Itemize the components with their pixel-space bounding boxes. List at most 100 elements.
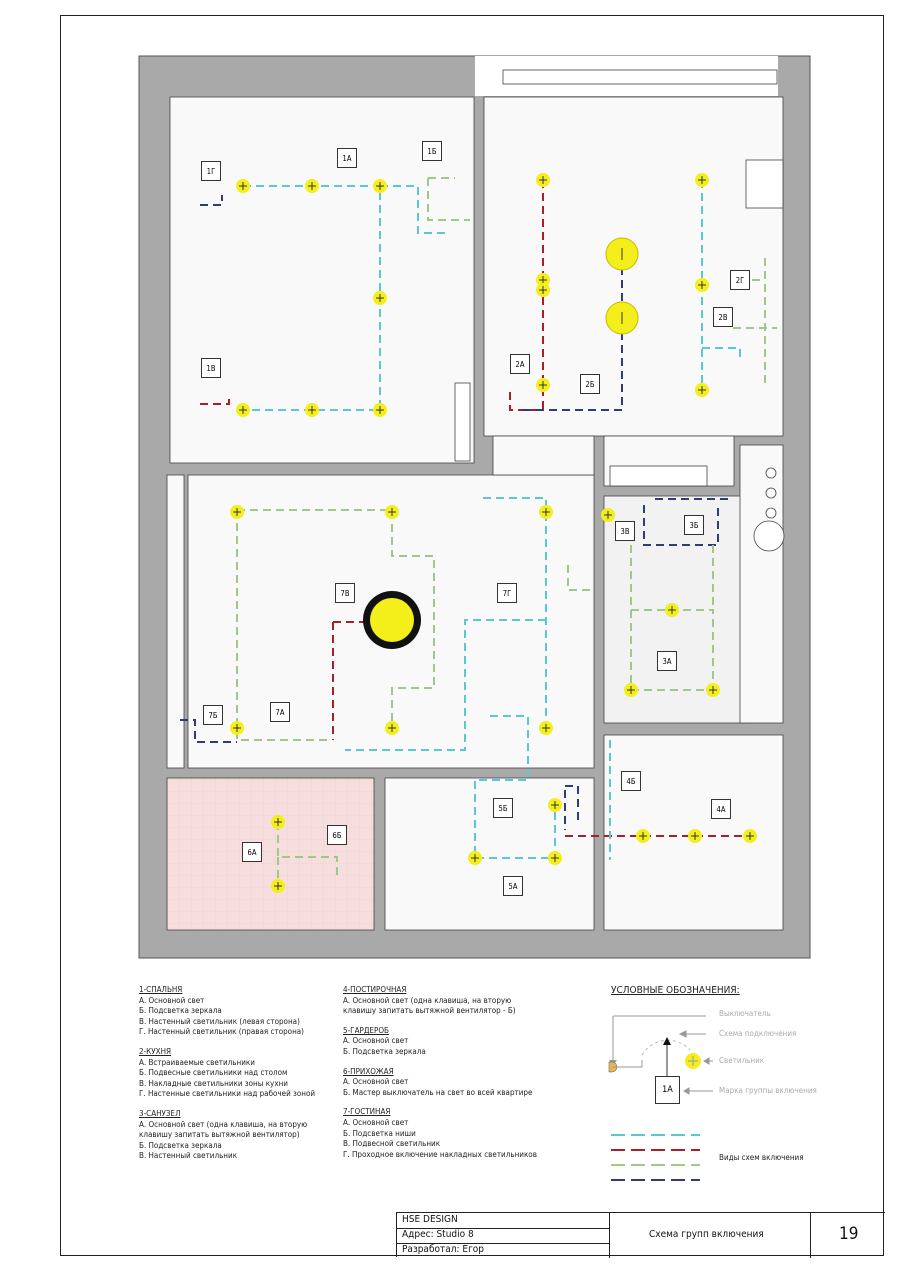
left-strip (166, 474, 185, 769)
corridor (492, 435, 595, 476)
lamp-icon (373, 403, 387, 417)
navy-wire (643, 498, 730, 546)
lamp-icon (536, 273, 550, 287)
legend-item: Б. Подсветка зеркала (139, 1006, 222, 1016)
group-label: 1Б (422, 141, 442, 161)
navy-wire (200, 195, 223, 206)
window (502, 69, 778, 85)
lamp-icon (536, 173, 550, 187)
legend-item: Б. Подвесные светильники над столом (139, 1068, 288, 1078)
legend-room-title: 6-ПРИХОЖАЯ (343, 1066, 394, 1076)
stove (753, 467, 785, 552)
lamp-icon (373, 291, 387, 305)
legend-item: Г. Настенный светильник (правая сторона) (139, 1027, 304, 1037)
column (745, 159, 784, 209)
counter (609, 465, 708, 487)
lamp-icon (536, 283, 550, 297)
green-wire (277, 822, 338, 886)
lamp-icon (385, 721, 399, 735)
sheet-number: 19 (839, 1224, 859, 1244)
green-wire (567, 565, 594, 591)
legend-item: А. Основной свет (139, 995, 205, 1005)
lamp-icon (271, 815, 285, 829)
symbol-lamp-label: Светильник (719, 1056, 765, 1065)
lamp-icon (548, 798, 562, 812)
line-types-label: Виды схем включения (719, 1153, 804, 1162)
symbol-group-label: Марка группы включения (719, 1086, 817, 1095)
lamp-icon (230, 505, 244, 519)
group-label: 6А (242, 842, 262, 862)
sheet-frame (60, 15, 884, 1256)
lamp-icon (695, 173, 709, 187)
lamp-icon (236, 403, 250, 417)
lamp-icon (236, 179, 250, 193)
address: Адрес: Studio 8 (402, 1229, 474, 1240)
lamp-icon (385, 505, 399, 519)
group-label: 4Б (621, 771, 641, 791)
navy-wire (564, 785, 579, 830)
lamp-icon (624, 683, 638, 697)
group-label: 2В (713, 307, 733, 327)
symbol-switch-label: Выключатель (719, 1009, 771, 1018)
lamp-icon (695, 383, 709, 397)
lamp-icon (305, 179, 319, 193)
group-label: 3В (615, 521, 635, 541)
legend-item: В. Подвесной светильник (343, 1139, 441, 1149)
legend-item: В. Настенный светильник (левая сторона) (139, 1016, 300, 1026)
legend-item: А. Основной свет (343, 1117, 409, 1127)
red-wire (200, 395, 230, 405)
legend-room-title: 4-ПОСТИРОЧНАЯ (343, 985, 407, 994)
pendant-lamp-center (370, 598, 414, 642)
group-label: 3А (657, 651, 677, 671)
group-label: 7В (335, 583, 355, 603)
lamp-icon (539, 505, 553, 519)
legend-item: А. Встраиваемые светильники (139, 1057, 255, 1067)
legend-sample (608, 1015, 713, 1181)
group-label: 2Г (730, 270, 750, 290)
room-kitchen (483, 96, 784, 437)
group-label: 2Б (580, 374, 600, 394)
lamp-icon (743, 829, 757, 843)
legend-item: Б. Мастер выключатель на свет во всей кв… (343, 1087, 533, 1097)
lamp-icon (548, 851, 562, 865)
lamp-icon (695, 278, 709, 292)
legend-item: В. Накладные светильники зоны кухни (139, 1078, 288, 1088)
group-label: 2А (510, 354, 530, 374)
group-label: 1А (337, 148, 357, 168)
lamp-icon (373, 179, 387, 193)
sample-group-mark: 1А (655, 1076, 680, 1104)
navy-wire (180, 719, 237, 743)
sheet-title: Схема групп включения (649, 1229, 764, 1240)
legend-item: А. Основной свет (одна клавиша, на втору… (139, 1119, 308, 1129)
group-label: 7Г (497, 583, 517, 603)
green-wire (236, 509, 435, 741)
group-label: 1Г (201, 161, 221, 181)
legend-item: Г. Настенные светильники над рабочей зон… (139, 1089, 316, 1099)
pendant-lamp-icon (605, 301, 639, 335)
kitchen-strip (739, 444, 784, 724)
wardrobe-unit (454, 382, 471, 462)
legend-item: А. Основной свет (одна клавиша, на втору… (343, 995, 512, 1005)
lamp-icon (665, 603, 679, 617)
lamp-icon (271, 879, 285, 893)
legend-item: Г. Проходное включение накладных светиль… (343, 1149, 537, 1159)
room-wardrobe (384, 777, 595, 931)
group-label: 3Б (684, 515, 704, 535)
legend-room-title: 3-САНУЗЕЛ (139, 1108, 181, 1118)
group-label: 5А (503, 876, 523, 896)
legend-item: клавишу запитать вытяжной вентилятор - Б… (343, 1006, 516, 1016)
legend-item: А. Основной свет (343, 1077, 409, 1087)
lamp-icon (688, 829, 702, 843)
group-label: 7Б (203, 705, 223, 725)
legend-room-title: 2-КУХНЯ (139, 1046, 172, 1056)
legend-room-title: 1-СПАЛЬНЯ (139, 985, 183, 994)
group-label: 6Б (327, 825, 347, 845)
legend-item: Б. Подсветка ниши (343, 1128, 416, 1138)
author: Разработал: Егор (402, 1244, 485, 1255)
lamp-icon (230, 721, 244, 735)
pendant-lamp-icon (605, 237, 639, 271)
lamp-icon (601, 508, 615, 522)
legend-room-title: 7-ГОСТИНАЯ (343, 1107, 391, 1117)
